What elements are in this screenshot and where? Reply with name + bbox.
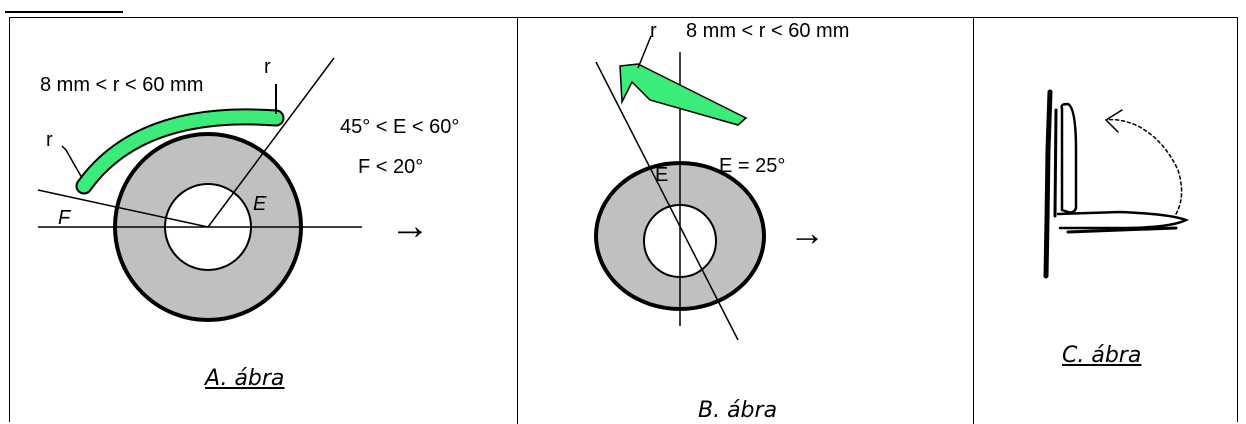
panel-a-radius-range: 8 mm < r < 60 mm — [40, 74, 203, 96]
panel-b-e-label: E — [655, 164, 668, 186]
panel-a-caption: A. ábra — [205, 366, 285, 391]
panel-c-vertical-stroke — [1043, 89, 1053, 279]
panel-a-e-label: E — [253, 193, 267, 215]
panel-c-horizontal-edge — [1066, 226, 1178, 234]
panel-a-blade — [77, 110, 283, 193]
panel-c-vertical-blade — [1060, 102, 1078, 214]
panel-b-r-label: r — [650, 20, 657, 42]
panel-a-direction-arrow: → — [390, 204, 430, 248]
panel-c-horizontal-blade — [1056, 210, 1190, 230]
panel-b-r-leader — [637, 35, 652, 69]
panel-a-diagram: 8 mm < r < 60 mm r r 45° < E < 60° F < 2… — [37, 56, 459, 322]
panel-a-r-label-top: r — [264, 56, 271, 78]
panel-a-f-label: F — [58, 207, 72, 229]
panel-c-diagram — [1043, 89, 1190, 279]
header-rule — [5, 11, 123, 13]
panel-b-caption: B. ábra — [698, 398, 778, 423]
panel-b-radius-range: 8 mm < r < 60 mm — [686, 20, 849, 42]
panel-b-direction-arrow: → — [789, 212, 825, 253]
figure-table — [9, 17, 1238, 422]
panel-a-r-leader-left — [61, 145, 83, 179]
panel-b-tilted-axis — [595, 61, 739, 341]
panel-c-arrow-head — [1105, 109, 1123, 133]
panel-divider-ab — [517, 17, 518, 424]
panel-b-blade — [619, 63, 748, 126]
panel-c-rotation-arrow — [1105, 118, 1183, 215]
panel-divider-bc — [973, 17, 974, 424]
panel-b-angle-e: E = 25° — [719, 155, 785, 177]
panel-c-vertical-edge — [1053, 108, 1058, 218]
panel-a-angle-f: F < 20° — [358, 156, 423, 178]
panel-a-r-label-left: r — [46, 129, 53, 151]
panel-a-f-line — [37, 189, 209, 228]
panel-c-caption: C. ábra — [1062, 343, 1142, 368]
panel-a-e-line — [207, 57, 335, 228]
panel-b-diagram: r 8 mm < r < 60 mm E E = 25° → — [594, 20, 849, 341]
panel-a-angle-e-range: 45° < E < 60° — [340, 116, 459, 138]
